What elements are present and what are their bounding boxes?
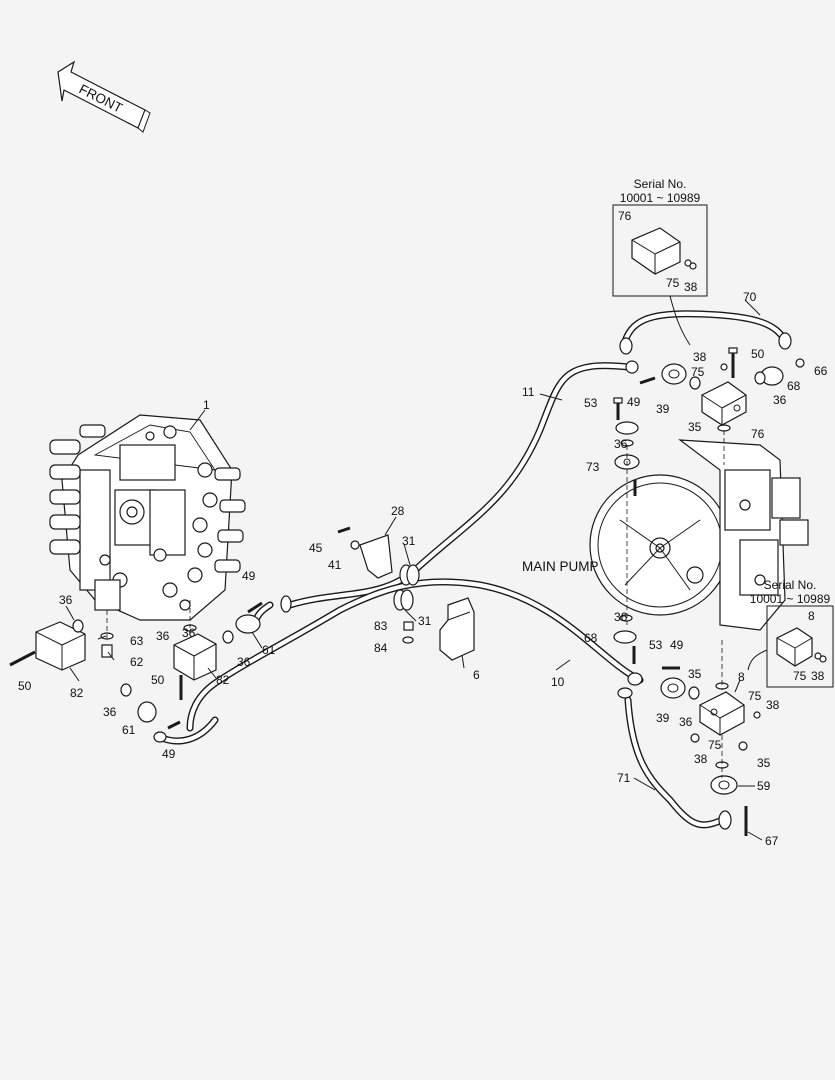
serial-range-upper: 10001 ~ 10989 <box>620 191 701 205</box>
callout-68: 68 <box>787 379 801 393</box>
callout-53: 53 <box>584 396 598 410</box>
callout-61: 61 <box>262 643 276 657</box>
callout-31: 31 <box>418 614 432 628</box>
callout-75: 75 <box>708 738 722 752</box>
bolts <box>9 347 805 836</box>
callout-11: 11 <box>522 385 535 399</box>
callout-38: 38 <box>766 698 780 712</box>
serial-lower-part-38: 38 <box>811 669 825 683</box>
callout-71: 71 <box>617 771 631 785</box>
callout-75: 75 <box>748 689 762 703</box>
callout-36: 36 <box>156 629 170 643</box>
callout-36: 36 <box>103 705 117 719</box>
serial-upper-part-75: 75 <box>666 276 680 290</box>
callout-82: 82 <box>70 686 84 700</box>
callout-36: 36 <box>773 393 787 407</box>
callout-36: 36 <box>679 715 693 729</box>
callout-labels: 1 70 50 66 38 75 68 36 76 35 11 53 49 39… <box>18 290 828 848</box>
flanges <box>137 363 784 795</box>
callout-70: 70 <box>743 290 757 304</box>
callout-61: 61 <box>122 723 136 737</box>
callout-35: 35 <box>688 667 702 681</box>
serial-upper-part-38: 38 <box>684 280 698 294</box>
serial-heading-upper: Serial No. <box>634 177 687 191</box>
callout-38: 38 <box>693 350 707 364</box>
callout-67: 67 <box>765 834 779 848</box>
callout-62: 62 <box>130 655 144 669</box>
callout-28: 28 <box>391 504 405 518</box>
callout-49: 49 <box>670 638 684 652</box>
callout-8: 8 <box>738 670 745 684</box>
serial-lower-part-8: 8 <box>808 609 815 623</box>
callout-66: 66 <box>814 364 828 378</box>
callout-49: 49 <box>242 569 256 583</box>
callout-45: 45 <box>309 541 323 555</box>
serial-box-lower <box>766 605 834 688</box>
hose-fittings <box>153 332 792 830</box>
callout-83: 83 <box>374 619 388 633</box>
valve-blocks <box>35 381 747 736</box>
callout-36: 36 <box>237 655 251 669</box>
callout-41: 41 <box>328 558 342 572</box>
callout-38: 38 <box>694 752 708 766</box>
hoses <box>158 310 789 829</box>
serial-lower-part-75: 75 <box>793 669 807 683</box>
callout-76: 76 <box>751 427 765 441</box>
hose-clamps <box>393 564 420 611</box>
serial-upper-part-76: 76 <box>618 209 632 223</box>
callout-49: 49 <box>627 395 641 409</box>
callout-6: 6 <box>473 668 480 682</box>
callout-36: 36 <box>59 593 73 607</box>
serial-heading-lower: Serial No. <box>764 578 817 592</box>
callout-10: 10 <box>551 675 565 689</box>
serial-inset-upper: Serial No. 10001 ~ 10989 76 75 38 <box>612 177 708 346</box>
callout-36: 36 <box>614 437 628 451</box>
callout-39: 39 <box>656 711 670 725</box>
callout-84: 84 <box>374 641 388 655</box>
callout-50: 50 <box>751 347 765 361</box>
callout-82: 82 <box>216 673 230 687</box>
callout-31: 31 <box>402 534 416 548</box>
callout-50: 50 <box>151 673 165 687</box>
callout-59: 59 <box>757 779 771 793</box>
callout-35: 35 <box>688 420 702 434</box>
control-valve <box>49 414 246 621</box>
callout-36: 36 <box>614 610 628 624</box>
leader-lines <box>65 299 763 841</box>
serial-inset-lower: Serial No. 10001 ~ 10989 8 75 38 <box>747 578 834 688</box>
callout-63: 63 <box>130 634 144 648</box>
callout-1: 1 <box>203 398 210 412</box>
main-pump <box>589 439 809 631</box>
serial-box-upper <box>612 204 708 297</box>
callout-75: 75 <box>691 365 705 379</box>
callout-50: 50 <box>18 679 32 693</box>
main-pump-label: MAIN PUMP <box>522 559 599 574</box>
callout-68: 68 <box>584 631 598 645</box>
serial-range-lower: 10001 ~ 10989 <box>750 592 831 606</box>
callout-35: 35 <box>757 756 771 770</box>
callout-49: 49 <box>162 747 176 761</box>
callout-73: 73 <box>586 460 600 474</box>
assembly-lines <box>106 430 725 778</box>
callout-39: 39 <box>656 402 670 416</box>
callout-36: 36 <box>182 626 196 640</box>
callout-53: 53 <box>649 638 663 652</box>
front-arrow: FRONT <box>57 60 151 133</box>
